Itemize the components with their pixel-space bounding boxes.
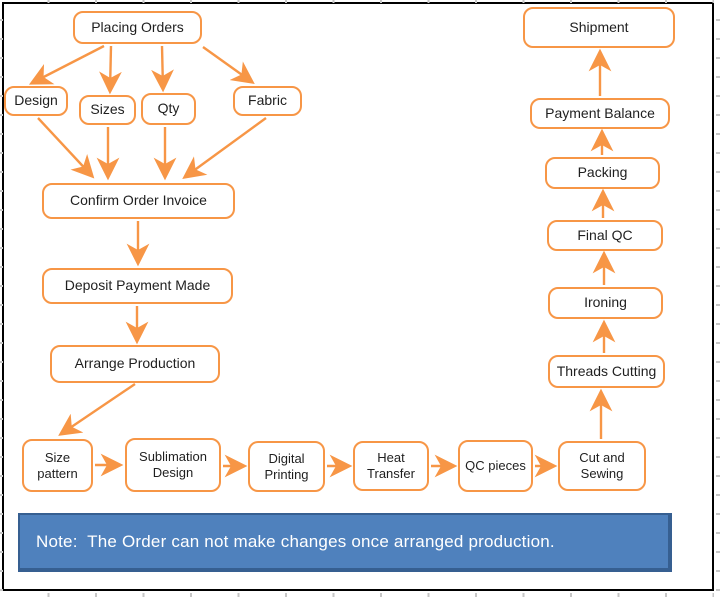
node-confirm-order-invoice: Confirm Order Invoice: [42, 183, 235, 219]
spreadsheet-gridline-ticks-top: [2, 0, 714, 3]
node-qc-pieces: QC pieces: [458, 440, 533, 492]
node-sublimation-design: Sublimation Design: [125, 438, 221, 492]
note-text: Note: The Order can not make changes onc…: [36, 531, 555, 551]
node-fabric: Fabric: [233, 86, 302, 116]
node-size-pattern: Size pattern: [22, 439, 93, 492]
node-shipment: Shipment: [523, 7, 675, 48]
node-digital-printing: Digital Printing: [248, 441, 325, 492]
node-heat-transfer: Heat Transfer: [353, 441, 429, 491]
note-box: Note: The Order can not make changes onc…: [18, 513, 672, 572]
node-packing: Packing: [545, 157, 660, 189]
node-arrange-production: Arrange Production: [50, 345, 220, 383]
node-payment-balance: Payment Balance: [530, 98, 670, 129]
node-design: Design: [4, 86, 68, 116]
node-qty: Qty: [141, 93, 196, 125]
node-sizes: Sizes: [79, 95, 136, 125]
spreadsheet-gridline-ticks-left: [0, 2, 3, 591]
node-ironing: Ironing: [548, 287, 663, 319]
node-cut-and-sewing: Cut and Sewing: [558, 441, 646, 491]
node-threads-cutting: Threads Cutting: [548, 355, 665, 388]
spreadsheet-gridline-ticks-bottom: [2, 593, 714, 597]
node-final-qc: Final QC: [547, 220, 663, 251]
spreadsheet-gridline-ticks-right: [716, 2, 720, 591]
node-placing-orders: Placing Orders: [73, 11, 202, 44]
node-deposit-payment-made: Deposit Payment Made: [42, 268, 233, 304]
